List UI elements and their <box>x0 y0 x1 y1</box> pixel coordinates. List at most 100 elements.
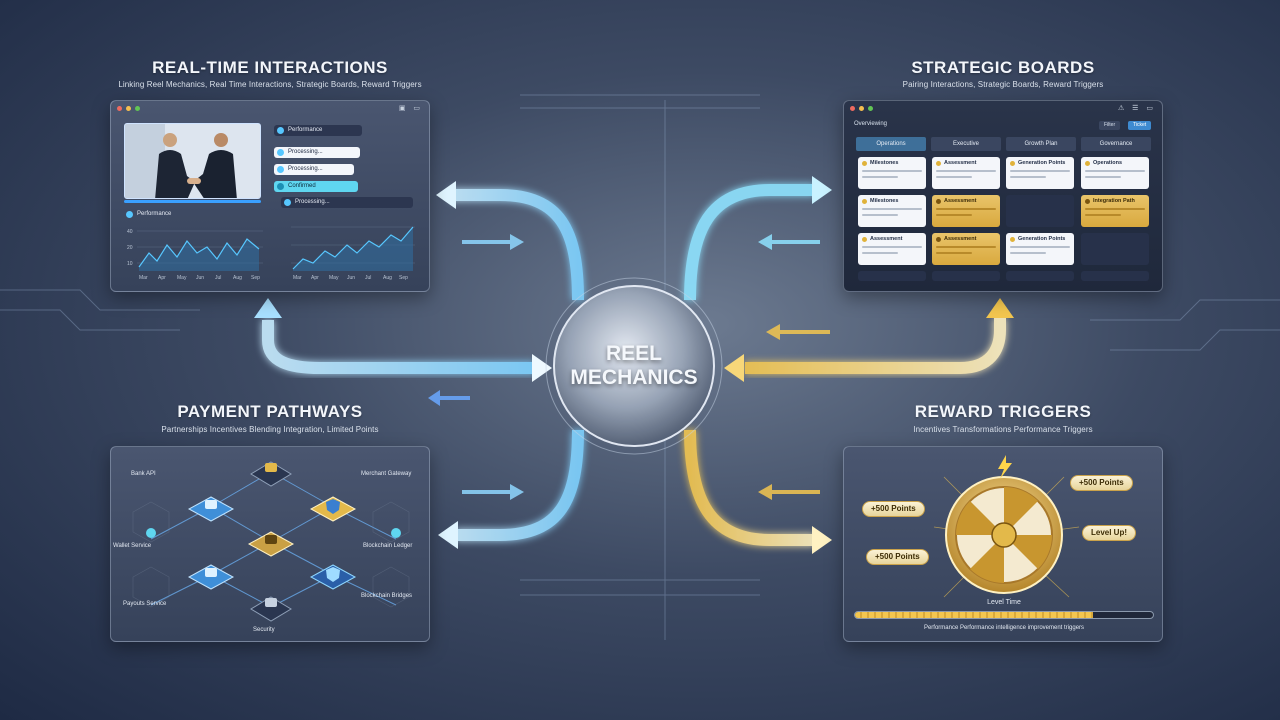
center-title: REEL MECHANICS <box>554 342 714 390</box>
small-arrows <box>428 234 830 500</box>
payment-network <box>132 461 410 622</box>
minimize-dot[interactable] <box>859 105 864 111</box>
avatar-icon <box>284 199 291 206</box>
payment-subtitle: Partnerships Incentives Blending Integra… <box>161 425 379 434</box>
empty-slot <box>1006 271 1074 281</box>
lightning-icon <box>998 455 1012 479</box>
empty-slot <box>1006 195 1074 227</box>
x-tick: Jul <box>365 275 371 281</box>
node-label-wallet: Wallet Service <box>113 543 152 549</box>
close-dot[interactable] <box>117 105 122 111</box>
points-badge: +500 Points <box>1070 475 1133 491</box>
strategic-panel: ⚠ ☰ ▭ Overviewing Filter Ticket Operatio… <box>843 100 1163 292</box>
video-call-frame[interactable] <box>124 123 261 199</box>
real-time-subtitle: Linking Reel Mechanics, Real Time Intera… <box>118 80 422 89</box>
lock-node[interactable] <box>187 496 235 522</box>
node-label-blockchain-ledger: Blockchain Ledger <box>363 543 413 549</box>
status-dot-icon <box>1010 236 1015 242</box>
shield-node[interactable] <box>309 496 357 522</box>
performance-chart-left: 40 20 10 Mar Apr May Jun Jul Aug Sep <box>127 229 263 281</box>
x-tick: Jun <box>347 275 355 281</box>
node-label-bank-api: Bank API <box>131 471 156 477</box>
board-card[interactable]: Milestones <box>858 157 926 189</box>
x-tick: Jul <box>215 275 221 281</box>
x-tick: Mar <box>293 275 302 281</box>
processing-icon <box>277 166 284 173</box>
processing-icon <box>277 149 284 156</box>
board-card-highlight[interactable]: Assessment <box>932 233 1000 265</box>
lock-node[interactable] <box>187 564 235 590</box>
flow-top-right <box>684 184 815 301</box>
board-toolbar-label: Overviewing <box>854 121 888 127</box>
column-header-executive[interactable]: Executive <box>931 137 1001 151</box>
ledger-icon <box>391 528 401 538</box>
avatar-icon <box>126 211 133 218</box>
x-tick: Mar <box>139 275 148 281</box>
board-card[interactable]: Generation Points <box>1006 233 1074 265</box>
reward-wheel[interactable] <box>844 447 1163 642</box>
x-tick: Sep <box>251 275 260 281</box>
check-icon <box>277 183 284 190</box>
node-label-security: Security <box>253 627 275 633</box>
board-card[interactable]: Milestones <box>858 195 926 227</box>
lock-node[interactable] <box>247 531 295 557</box>
reward-panel: +500 Points +500 Points +500 Points Leve… <box>843 446 1163 642</box>
column-header-growth[interactable]: Growth Plan <box>1006 137 1076 151</box>
status-dot-icon <box>1010 160 1015 166</box>
status-dot-icon <box>862 198 867 204</box>
level-up-badge: Level Up! <box>1082 525 1137 541</box>
column-header-operations[interactable]: Operations <box>856 137 926 151</box>
maximize-dot[interactable] <box>868 105 873 111</box>
column-header-governance[interactable]: Governance <box>1081 137 1151 151</box>
center-title-line1: REEL <box>605 342 662 365</box>
board-card-highlight[interactable]: Assessment <box>932 195 1000 227</box>
board-card-highlight[interactable]: Integration Path <box>1081 195 1149 227</box>
arrowhead-right-up <box>986 298 1014 318</box>
status-chip-5: Processing... <box>281 197 413 208</box>
flow-left-middle <box>262 320 535 374</box>
status-dot-icon <box>936 160 941 166</box>
arrowhead-left-up <box>254 298 282 318</box>
level-progress-fill <box>855 612 1094 618</box>
board-card[interactable]: Operations <box>1081 157 1149 189</box>
status-chip-1: Performance <box>274 125 362 136</box>
x-tick: May <box>177 275 187 281</box>
maximize-dot[interactable] <box>135 105 140 111</box>
y-tick: 40 <box>127 229 133 235</box>
ticket-button[interactable]: Ticket <box>1128 121 1152 130</box>
filter-button[interactable]: Filter <box>1099 121 1121 130</box>
lock-node[interactable] <box>250 461 292 487</box>
video-progress-bar[interactable] <box>124 200 261 203</box>
node-label-merchant: Merchant Gateway <box>361 471 412 477</box>
x-tick: Aug <box>383 275 392 281</box>
circuit-lines <box>0 94 1280 640</box>
reward-footer: Performance Performance intelligence imp… <box>923 625 1085 631</box>
minimize-dot[interactable] <box>126 105 131 111</box>
performance-chart-right: Mar Apr May Jun Jul Aug Sep <box>291 226 415 281</box>
points-badge: +500 Points <box>866 549 929 565</box>
status-dot-icon <box>1085 160 1090 166</box>
empty-slot <box>858 271 926 281</box>
flow-bottom-right <box>684 429 815 546</box>
close-dot[interactable] <box>850 105 855 111</box>
arrowhead-right-center <box>724 354 744 382</box>
board-card[interactable]: Assessment <box>932 157 1000 189</box>
arrowhead-bottom-right <box>812 526 832 554</box>
shield-node[interactable] <box>309 564 357 590</box>
arrowhead-bottom-left <box>438 521 458 549</box>
center-title-line2: MECHANICS <box>570 366 698 389</box>
real-time-panel: ▣ ▭ Performance Processing... Processing… <box>110 100 430 292</box>
reward-subtitle: Incentives Transformations Performance T… <box>913 425 1093 434</box>
window-titlebar: ▣ ▭ <box>111 101 429 115</box>
strategic-subtitle: Pairing Interactions, Strategic Boards, … <box>902 80 1104 89</box>
lock-node[interactable] <box>250 596 292 622</box>
center-orb <box>553 285 715 447</box>
wallet-icon <box>146 528 156 538</box>
empty-slot <box>1081 271 1149 281</box>
payment-panel: Bank API Merchant Gateway Wallet Service… <box>110 446 430 642</box>
board-card[interactable]: Generation Points <box>1006 157 1074 189</box>
toolbar-icons: ⚠ ☰ ▭ <box>1117 105 1156 112</box>
status-chip-2: Processing... <box>274 147 360 158</box>
board-card[interactable]: Assessment <box>858 233 926 265</box>
